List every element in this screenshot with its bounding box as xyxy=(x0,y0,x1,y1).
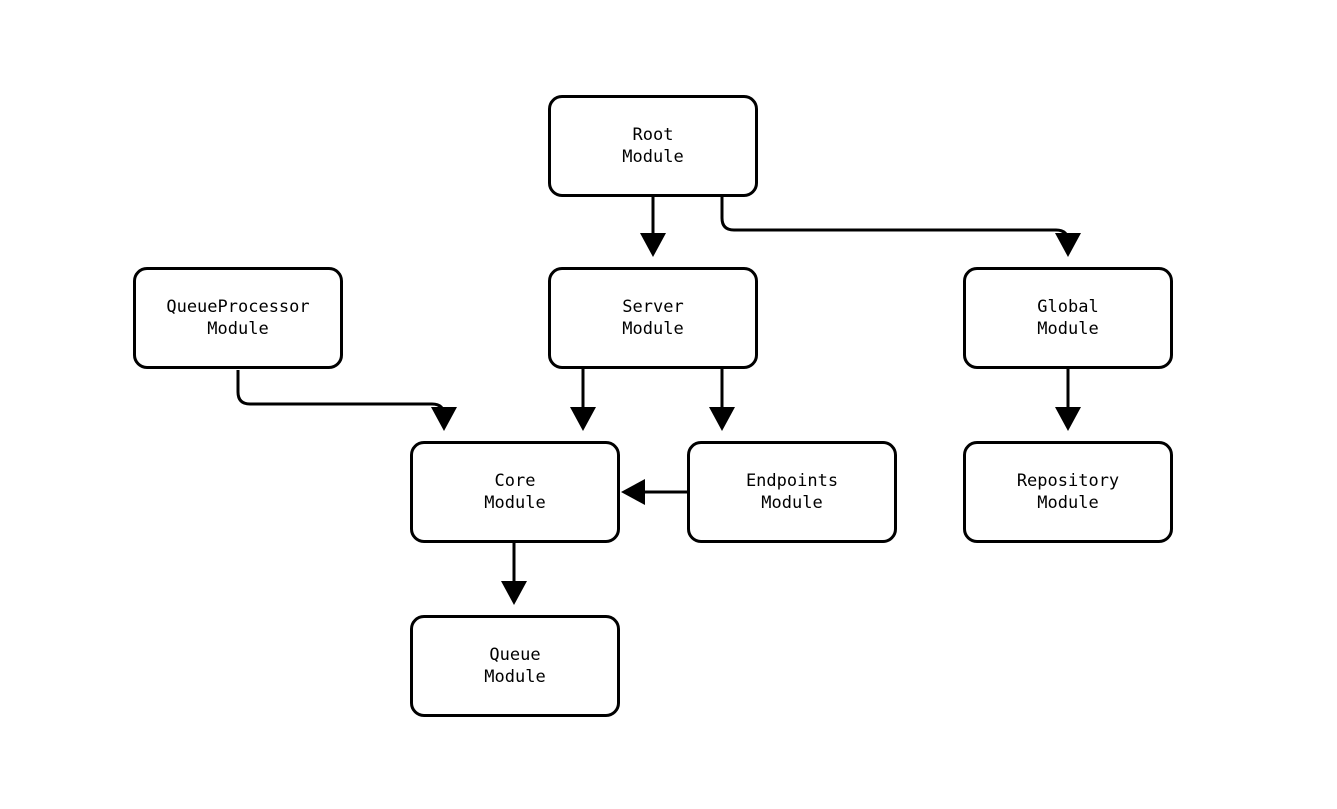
node-queue-module[interactable]: Queue Module xyxy=(410,615,620,717)
node-root-module-line1: Root xyxy=(632,125,674,145)
node-server-module-line2: Module xyxy=(622,319,684,339)
node-repository-module-line1: Repository xyxy=(1016,471,1120,491)
node-global-module[interactable]: Global Module xyxy=(963,267,1173,369)
node-queueprocessor-module-line1: QueueProcessor xyxy=(166,297,310,317)
edge-server-to-core xyxy=(570,369,596,431)
node-global-module-line1: Global xyxy=(1037,297,1099,317)
node-repository-module[interactable]: Repository Module xyxy=(963,441,1173,543)
edge-server-to-endpoints xyxy=(709,369,735,431)
node-queueprocessor-module-line2: Module xyxy=(207,319,269,339)
node-root-module-line2: Module xyxy=(622,147,684,167)
node-core-module[interactable]: Core Module xyxy=(410,441,620,543)
edge-core-to-queue xyxy=(501,543,527,605)
node-root-module[interactable]: Root Module xyxy=(548,95,758,197)
node-global-module-line2: Module xyxy=(1037,319,1099,339)
node-core-module-line1: Core xyxy=(494,471,536,491)
node-endpoints-module-line2: Module xyxy=(761,493,823,513)
node-queueprocessor-module[interactable]: QueueProcessor Module xyxy=(133,267,343,369)
node-server-module-line1: Server xyxy=(622,297,684,317)
node-core-module-line2: Module xyxy=(484,493,546,513)
node-queue-module-line2: Module xyxy=(484,667,546,687)
node-repository-module-line2: Module xyxy=(1037,493,1099,513)
node-endpoints-module[interactable]: Endpoints Module xyxy=(687,441,897,543)
node-endpoints-module-line1: Endpoints xyxy=(745,471,839,491)
edge-root-to-server xyxy=(640,197,666,257)
edge-root-to-global xyxy=(720,197,1081,257)
edge-endpoints-to-core xyxy=(621,479,687,505)
edge-global-to-repository xyxy=(1055,369,1081,431)
node-server-module[interactable]: Server Module xyxy=(548,267,758,369)
edge-queueprocessor-to-core xyxy=(236,370,457,431)
node-queue-module-line1: Queue xyxy=(489,645,541,665)
